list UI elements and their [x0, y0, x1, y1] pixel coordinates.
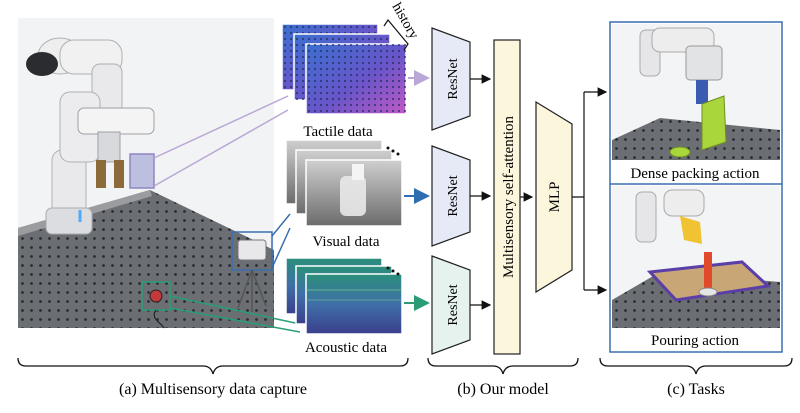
resnet-block-visual: ResNet — [431, 145, 471, 247]
mlp-label: MLP — [547, 182, 563, 213]
dense-packing-photo — [612, 24, 780, 160]
visual-data-label: Visual data — [313, 234, 380, 250]
pouring-photo — [612, 186, 780, 328]
resnet-label: ResNet — [446, 175, 461, 216]
robot-arm — [26, 37, 155, 235]
caption-c: (c) Tasks — [667, 381, 725, 398]
tactile-sensor-highlight — [129, 153, 155, 189]
brace-c — [599, 357, 793, 375]
dense-packing-label: Dense packing action — [630, 166, 760, 182]
acoustic-link-line — [169, 295, 301, 325]
self-attention-block: Multisensory self-attention — [493, 39, 521, 355]
pouring-label: Pouring action — [651, 333, 739, 349]
mlp-to-tasks-connector — [572, 92, 585, 290]
self-attention-label: Multisensory self-attention — [501, 115, 517, 278]
tactile-data-stack — [281, 23, 407, 115]
tactile-link-line — [153, 95, 289, 159]
camera-highlight — [231, 231, 273, 312]
resnet-block-tactile: ResNet — [431, 27, 471, 131]
tactile-data-label: Tactile data — [303, 124, 373, 140]
mlp-block: MLP — [535, 100, 573, 294]
resnet-label: ResNet — [446, 284, 461, 325]
acoustic-data-stack — [285, 257, 403, 335]
brace-b — [427, 357, 579, 375]
caption-a: (a) Multisensory data capture — [119, 381, 307, 398]
brace-a — [17, 357, 409, 375]
resnet-block-acoustic: ResNet — [431, 255, 471, 355]
robot-setup-photo — [18, 18, 274, 329]
acoustic-link-line-2 — [169, 307, 301, 333]
tactile-link-line-2 — [153, 109, 289, 187]
resnet-label: ResNet — [446, 58, 461, 99]
visual-data-stack — [285, 139, 403, 227]
caption-b: (b) Our model — [457, 381, 549, 398]
visual-link-line — [271, 213, 291, 237]
visual-link-line-2 — [271, 227, 291, 269]
acoustic-data-label: Acoustic data — [305, 340, 387, 356]
history-label: history — [389, 1, 421, 42]
